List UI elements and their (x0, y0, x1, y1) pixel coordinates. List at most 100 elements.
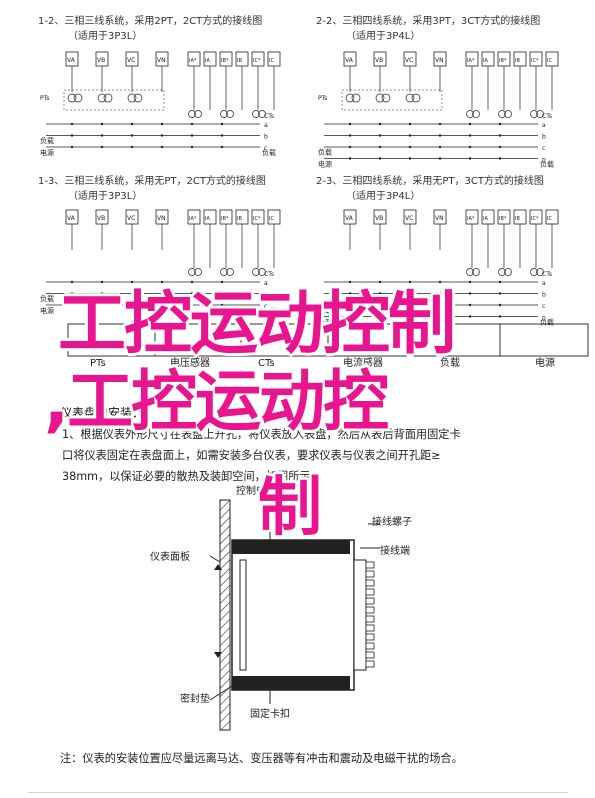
side-label: 电源 (318, 160, 332, 169)
bus-label: n (542, 315, 546, 322)
diagram-caption-sub: （适用于3P4L） (346, 191, 421, 202)
fixing-clip-label: 固定卡扣 (250, 709, 290, 720)
terminal-label: IA* (467, 216, 475, 222)
terminal-label: VB (97, 215, 105, 222)
side-label: 负载 (40, 136, 54, 145)
diagram-caption: 1-3、三相三线系统，采用无PT，2CT方式的接线图 (38, 176, 266, 187)
bus-label: c (264, 145, 267, 152)
side-label: 负载 (318, 306, 332, 315)
terminal-tooth (365, 660, 375, 668)
bus-label: c (264, 303, 267, 310)
terminal-label: IB* (221, 58, 229, 64)
terminal-label: IA* (189, 58, 197, 64)
terminal-label: IC* (253, 216, 261, 222)
diagram-caption: 2-3、三相四线系统，采用无PT，3CT方式的接线图 (316, 176, 544, 187)
bus-label: c (542, 303, 545, 310)
banner-line-3: 制 (258, 471, 322, 545)
bus-label: a (264, 122, 268, 129)
legend-cell: 电源 (535, 356, 555, 369)
terminal-label: VA (67, 215, 76, 222)
terminal-tooth (365, 624, 375, 632)
terminal-label: IA (205, 216, 210, 222)
terminal-label: IB* (499, 58, 507, 64)
installation-heading: 仪表盘的安装： (60, 406, 145, 420)
ct-label: CTs (264, 113, 274, 120)
terminal-tooth (365, 570, 375, 578)
terminal-label: IB (237, 216, 242, 222)
side-label: 负载 (262, 306, 276, 315)
bus-label: a (264, 280, 268, 287)
side-label: 负载 (318, 148, 332, 157)
bottom-rule (28, 792, 568, 793)
terminal-tooth (365, 561, 375, 569)
side-label: 负载 (40, 294, 54, 303)
terminal-label: IA* (467, 58, 475, 64)
bus-label: b (542, 134, 546, 141)
terminal-label: VC (127, 215, 135, 222)
bus-label: b (264, 292, 268, 299)
side-label: 电源 (40, 306, 54, 315)
legend-cell: 负载 (440, 356, 460, 369)
installation-text-line: 口将仪表固定在表盘面上，如需安装多台仪表，要求仪表与仪表之间开孔距≥ (62, 449, 441, 462)
terminal-label: VC (127, 57, 135, 64)
terminal-screw-label: 接线螺子 (372, 517, 412, 528)
instrument-body (231, 539, 355, 691)
terminal-label: IA (483, 58, 488, 64)
ct-label: CTs (264, 271, 274, 278)
terminal-tooth (365, 606, 375, 614)
panel-board (219, 499, 231, 731)
installation-note: 注：仪表的安装位置应尽量远离马达、变压器等有冲击和震动及电磁干扰的场合。 (60, 752, 463, 765)
terminal-tooth (365, 642, 375, 650)
banner-line-1: 工控运动控制 (58, 285, 456, 364)
terminal-label: IC* (253, 58, 261, 64)
panel-label: 仪表面板 (150, 552, 190, 563)
terminal-label: IC (547, 216, 552, 222)
side-label: 电源 (318, 318, 332, 327)
diagram-caption-sub: （适用于3P3L） (68, 31, 143, 42)
side-label: 电源 (40, 148, 54, 157)
terminal-tooth (365, 579, 375, 587)
terminal-label: IC* (531, 216, 539, 222)
terminal-label: VN (435, 215, 444, 222)
diagram-caption: 2-2、三相四线系统，采用3PT，3CT方式的接线图 (316, 16, 541, 27)
bus-label: c (542, 145, 545, 152)
terminal-label: VC (405, 215, 413, 222)
legend-cell: CTs (258, 358, 275, 369)
diagram-caption: 1-2、三相三线系统，采用2PT，2CT方式的接线图 (38, 16, 263, 27)
side-label: 负载 (540, 160, 554, 169)
terminal-label: IB (515, 58, 520, 64)
terminal-label: IC (547, 58, 552, 64)
terminal-tooth (365, 588, 375, 596)
ct-label: CTs (542, 271, 552, 278)
terminal-teeth (365, 561, 375, 668)
side-label: 负载 (540, 318, 554, 327)
terminal-label: IB* (221, 216, 229, 222)
ct-label: CTs (542, 113, 552, 120)
terminal-label: VN (157, 215, 166, 222)
terminal-tooth (365, 615, 375, 623)
terminal-label: VN (435, 57, 444, 64)
diagram-caption-sub: （适用于3P4L） (346, 31, 421, 42)
terminal-tooth (365, 651, 375, 659)
terminal-label: IB (237, 58, 242, 64)
pt-label: PTs (40, 95, 49, 102)
terminal-label: IB* (499, 216, 507, 222)
terminal-label: VA (67, 57, 76, 64)
pt-label: PTs (318, 95, 327, 102)
terminal-label: IB (515, 216, 520, 222)
banner-line-2: ,工控运动控 (44, 363, 389, 440)
installation-text-line: 38mm，以保证必要的散热及装卸空间，如图所示： (62, 470, 322, 483)
terminal-label: IC* (531, 58, 539, 64)
terminal-tooth (365, 633, 375, 641)
terminal-label: IC (269, 216, 274, 222)
bus-label: n (542, 157, 546, 164)
legend-table: PTs 电压感器 CTs 电流感器 负载 电源 (67, 323, 589, 369)
diagram-caption-sub: （适用于3P3L） (68, 191, 143, 202)
terminal-label: VA (345, 215, 354, 222)
terminal-label: VA (345, 57, 354, 64)
installation-text-line: 1、根据仪表外形尺寸在表盘上开孔，将仪表放入表盘，然后从表后背面用固定卡 (62, 428, 461, 441)
